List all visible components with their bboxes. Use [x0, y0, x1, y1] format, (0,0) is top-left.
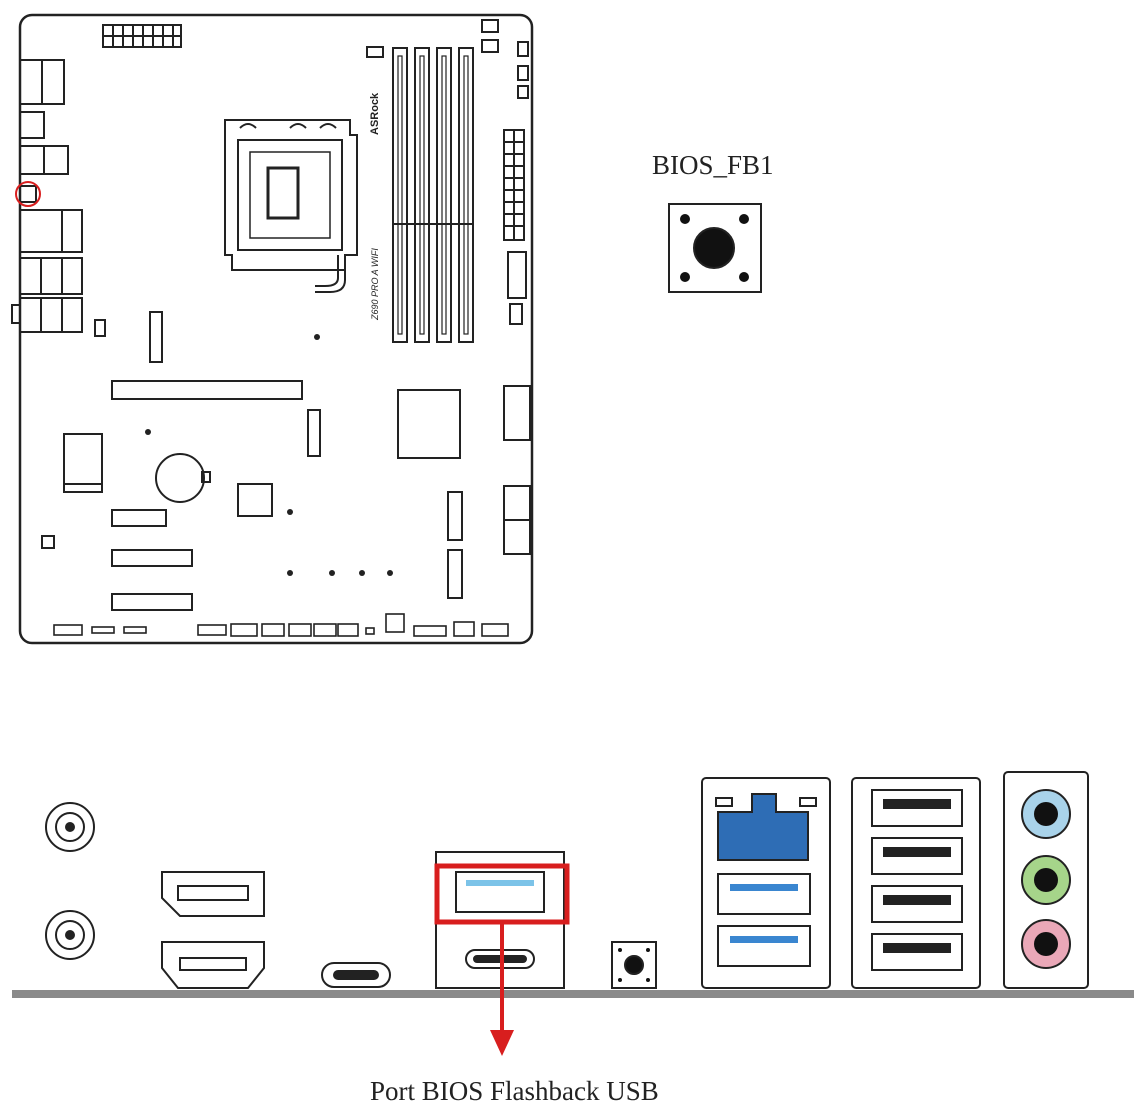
baseline — [12, 990, 1134, 998]
flashback-port-label: Port BIOS Flashback USB — [370, 1076, 659, 1106]
mount-holes — [145, 334, 393, 576]
top-right-headers — [366, 19, 529, 99]
displayport-port — [161, 871, 265, 917]
cpu-socket — [224, 119, 358, 293]
m2-slots — [94, 311, 463, 599]
board-chips — [41, 385, 531, 555]
lan-usb-stack — [701, 777, 831, 989]
rear-io-blocks — [11, 59, 83, 333]
bottom-headers — [53, 613, 509, 637]
usb2-stack — [851, 777, 981, 989]
hdmi-port — [161, 941, 265, 989]
board-model-text: Z690 PRO A WIFI — [370, 248, 380, 321]
rear-bios-button — [611, 941, 657, 989]
cpu-power-connector — [102, 24, 182, 48]
wifi-antenna-connectors — [45, 802, 95, 960]
bios-button-label: BIOS_FB1 — [652, 150, 774, 180]
arrow-down-icon — [490, 922, 514, 1056]
pcie-slots — [111, 380, 303, 611]
dimm-slots — [392, 47, 474, 343]
usb-c-port — [321, 962, 391, 988]
board-bios-button — [15, 181, 41, 207]
atx-power-connector — [503, 129, 527, 325]
motherboard-outline — [18, 13, 534, 645]
audio-jacks — [1003, 771, 1089, 989]
bios-button-detail — [668, 203, 762, 293]
board-brand-text: ASRock — [369, 92, 381, 135]
